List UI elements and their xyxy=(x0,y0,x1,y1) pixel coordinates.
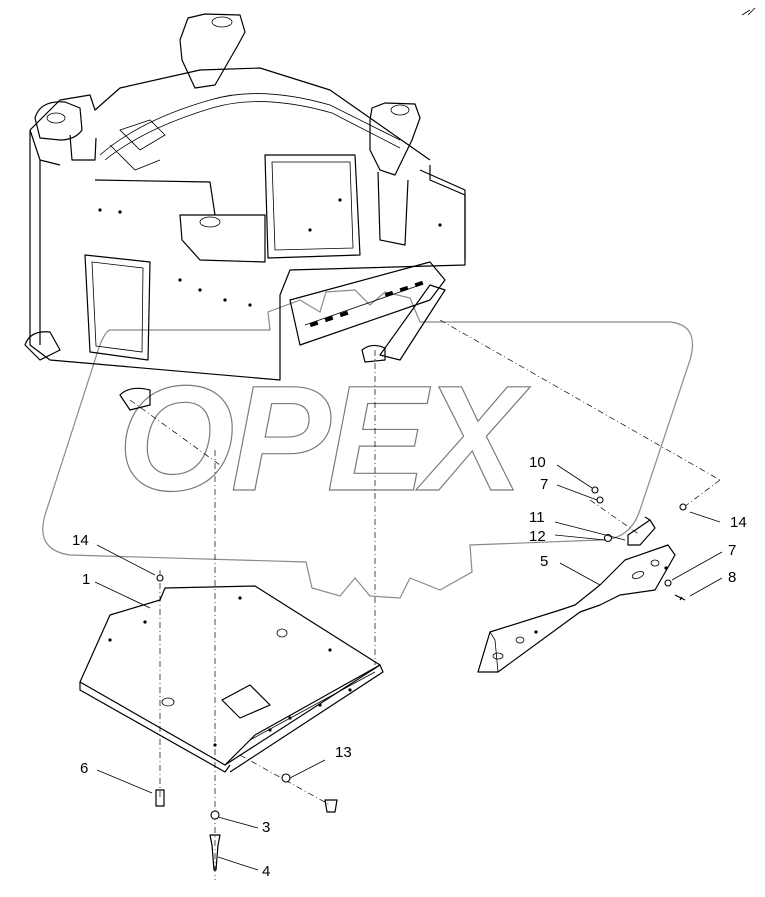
callout-3: 3 xyxy=(262,819,270,836)
part-5-bracket xyxy=(477,544,676,673)
callout-10: 10 xyxy=(529,454,546,471)
part-14-washer-right xyxy=(679,503,687,511)
callout-7-lower: 7 xyxy=(728,542,736,559)
callout-11: 11 xyxy=(529,509,545,526)
part-7-washer-upper xyxy=(596,496,604,504)
part-8-screw xyxy=(674,594,686,601)
assembly-centerlines xyxy=(129,319,721,880)
hardware xyxy=(155,486,687,871)
callout-14-right: 14 xyxy=(730,514,747,531)
callout-labels: 1 3 4 5 6 7 7 8 10 11 12 13 14 14 xyxy=(72,454,747,880)
part-14-washer-left xyxy=(156,574,164,582)
watermark-gear-outline xyxy=(42,289,694,599)
part-3-washer xyxy=(210,810,220,820)
callout-4: 4 xyxy=(262,863,270,880)
chassis-frame xyxy=(24,13,466,411)
callout-14-left: 14 xyxy=(72,532,89,549)
callout-5: 5 xyxy=(540,553,548,570)
part-7-washer-lower xyxy=(664,579,672,587)
part-13-bolt xyxy=(324,799,338,813)
callout-13: 13 xyxy=(335,744,352,761)
part-11-clip xyxy=(627,519,656,546)
part-4-bolt xyxy=(209,834,221,871)
callout-7-upper: 7 xyxy=(540,476,548,493)
watermark-text: OPEX xyxy=(118,354,531,522)
opex-watermark: OPEX xyxy=(42,289,694,599)
callout-8: 8 xyxy=(728,569,736,586)
callout-1: 1 xyxy=(82,571,90,588)
part-1-skid-plate xyxy=(79,585,384,773)
corner-mark xyxy=(741,7,756,16)
part-6-bolt xyxy=(155,789,165,807)
leader-lines xyxy=(94,464,723,871)
callout-12: 12 xyxy=(529,528,546,545)
part-13-washer xyxy=(281,773,291,783)
part-10-nut xyxy=(591,486,599,494)
callout-6: 6 xyxy=(80,760,88,777)
